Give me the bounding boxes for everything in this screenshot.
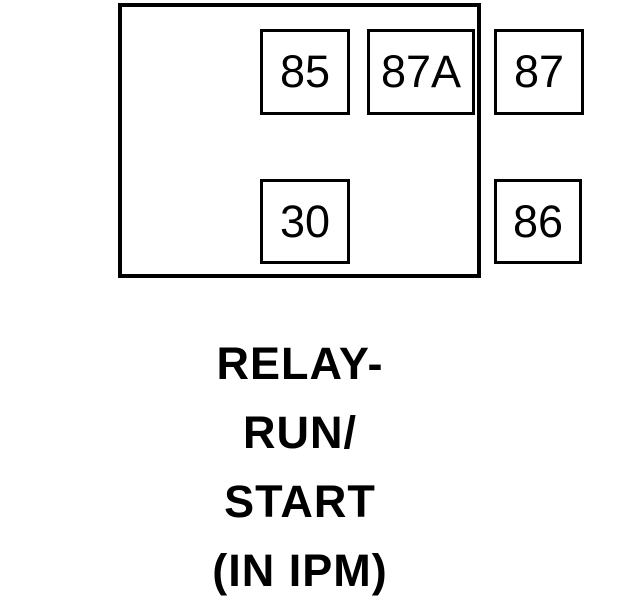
relay-pin-87: 87 — [494, 29, 584, 115]
caption-line-run: RUN/ — [243, 407, 357, 458]
relay-outline-box: 85 87A 87 30 86 — [118, 3, 584, 278]
caption-line-relay: RELAY- — [216, 338, 384, 389]
relay-pin-85: 85 — [260, 29, 350, 115]
relay-caption: RELAY- RUN/ START (IN IPM) — [100, 329, 500, 600]
relay-pin-86: 86 — [494, 179, 582, 264]
relay-pin-87a: 87A — [367, 29, 475, 115]
relay-pin-30: 30 — [260, 179, 350, 264]
caption-line-start: START — [224, 476, 376, 527]
caption-line-in-ipm: (IN IPM) — [212, 545, 388, 596]
